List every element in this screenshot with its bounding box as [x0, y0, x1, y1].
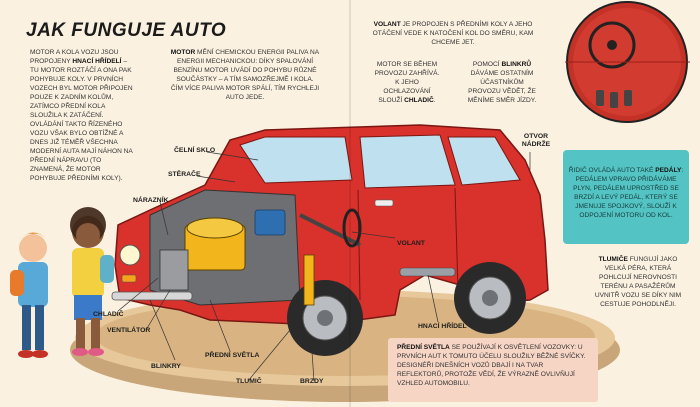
paragraph-blinkry: POMOCÍ BLINKRŮ DÁVÁME OSTATNÍM ÚČASTNÍKŮ…: [467, 61, 537, 104]
radiator: [159, 249, 189, 291]
label-blinkry: BLINKRY: [151, 363, 181, 370]
headlight: [119, 244, 141, 266]
headlights-info-box: [388, 338, 598, 402]
label-celni-sklo: ČELNÍ SKLO: [174, 147, 216, 154]
paragraph-volant: VOLANT JE PROPOJEN S PŘEDNÍMI KOLY A JEH…: [372, 21, 534, 46]
label-volant: VOLANT: [397, 240, 425, 247]
label-ventilator: VENTILÁTOR: [107, 327, 151, 334]
label-chladic: CHLADIČ: [93, 311, 124, 318]
label-naraznik: NÁRAZNÍK: [133, 197, 169, 204]
rear-wheel: [454, 262, 526, 334]
paragraph-motor: MOTOR MĚNÍ CHEMICKOU ENERGII PALIVA NA E…: [170, 49, 320, 101]
paragraph-motor-kola: MOTOR A KOLA VOZU JSOU PROPOJENY HNACÍ H…: [30, 49, 133, 182]
label-otvor-nadrze: OTVOR NÁDRŽE: [521, 133, 551, 148]
front-wheel: [287, 280, 363, 356]
paragraph-pedaly: ŘIDIČ OVLÁDÁ AUTO TAKÉ PEDÁLY: PEDÁLEM V…: [568, 167, 684, 219]
bumper: [111, 291, 193, 301]
children-illustration: [10, 207, 114, 358]
page-fold: [349, 0, 351, 407]
paragraph-tlumice: TLUMIČE FUNGUJÍ JAKO VELKÁ PÉRA, KTERÁ P…: [594, 256, 682, 308]
label-brzdy: BRZDY: [300, 378, 324, 385]
pedals-info-box: [563, 150, 689, 244]
label-hnaci-hridel: HNACÍ HŘÍDEL: [418, 323, 467, 330]
paragraph-svetla: PŘEDNÍ SVĚTLA SE POUŽÍVAJÍ K OSVĚTLENÍ V…: [397, 344, 586, 387]
shock-absorber: [303, 254, 315, 306]
paragraph-chladic: MOTOR SE BĚHEM PROVOZU ZAHŘÍVÁ. K JEHO O…: [374, 61, 440, 104]
label-tlumic: TLUMIČ: [236, 378, 262, 385]
page-title: JAK FUNGUJE AUTO: [26, 20, 227, 41]
label-predni-svetla: PŘEDNÍ SVĚTLA: [205, 352, 260, 359]
label-sterace: STĚRAČE: [168, 171, 201, 178]
